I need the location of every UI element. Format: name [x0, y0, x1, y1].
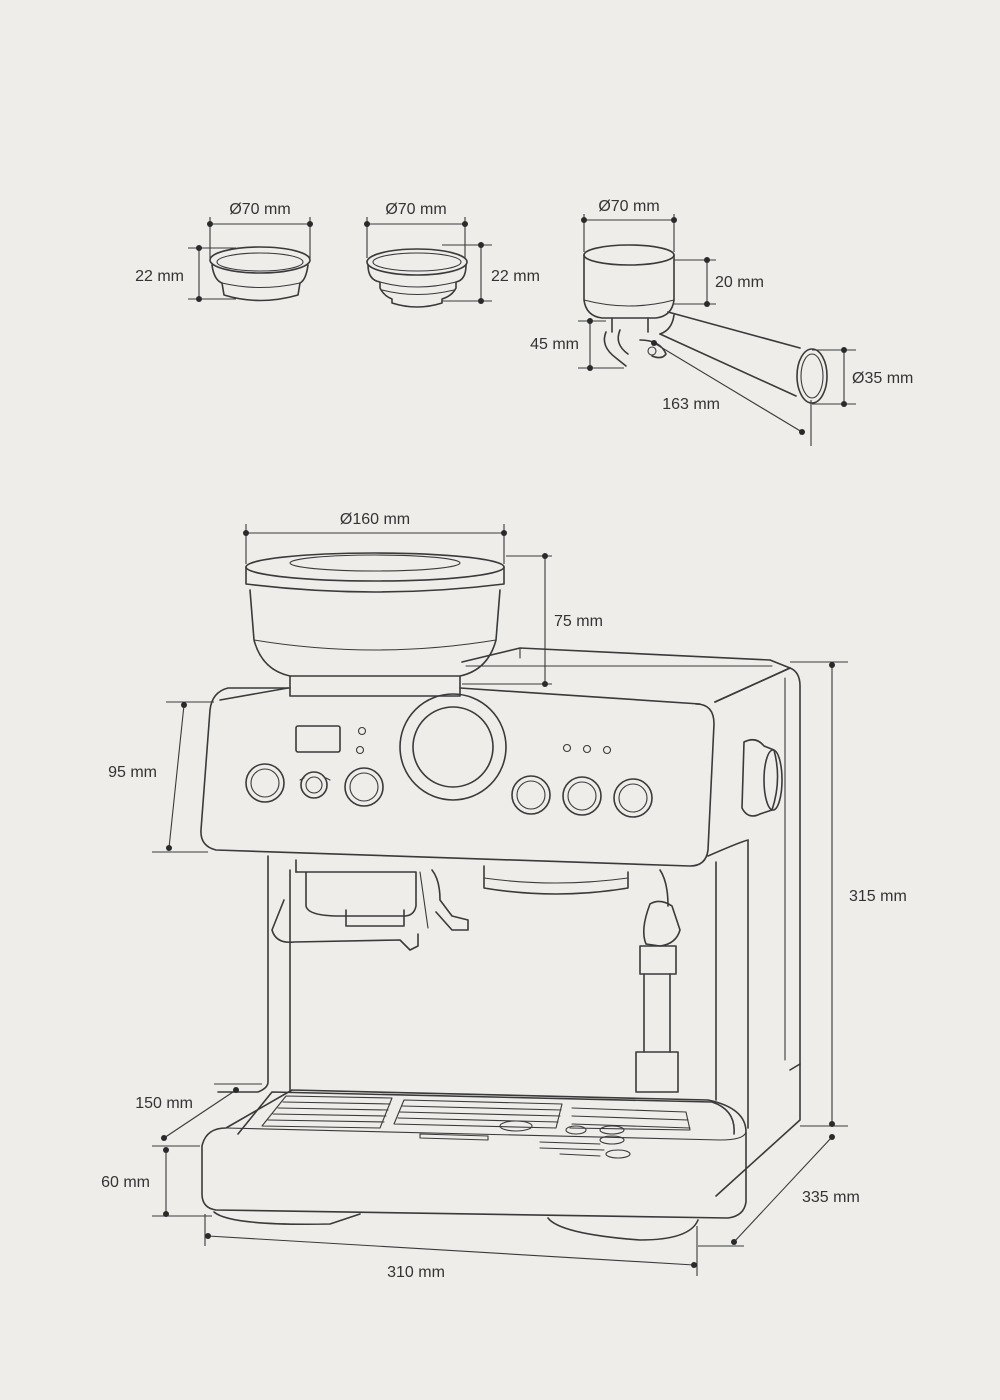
portafilter-handle-diameter-dimension: Ø35 mm [812, 347, 913, 407]
hopper-height-label: 75 mm [554, 613, 603, 630]
portafilter-spout-height-label: 45 mm [530, 336, 579, 353]
drip-tray-depth-label: 150 mm [135, 1095, 193, 1112]
bean-hopper [245, 552, 505, 697]
control-panel-height-dimension: 95 mm [108, 701, 214, 853]
double-basket-diameter-label: Ø70 mm [385, 201, 446, 218]
machine-width-label: 310 mm [387, 1264, 445, 1281]
portafilter-cup-height-dimension: 20 mm [674, 257, 764, 307]
portafilter-spout-height-dimension: 45 mm [530, 318, 624, 371]
pressure-gauge [399, 693, 507, 801]
single-basket-height-dimension: 22 mm [135, 245, 236, 302]
machine-height-label: 315 mm [849, 888, 907, 905]
hopper-height-dimension: 75 mm [462, 553, 603, 687]
single-basket-height-label: 22 mm [135, 268, 184, 285]
indicator-light-icon [355, 745, 365, 755]
portafilter [583, 244, 828, 404]
double-basket-diameter-dimension: Ø70 mm [364, 201, 468, 258]
control-button [344, 767, 384, 807]
control-panel-height-label: 95 mm [108, 764, 157, 781]
double-basket-height-label: 22 mm [491, 268, 540, 285]
portafilter-handle-length-label: 163 mm [662, 396, 720, 413]
hopper-diameter-dimension: Ø160 mm [243, 511, 507, 564]
hopper-diameter-label: Ø160 mm [340, 511, 410, 528]
machine-depth-label: 335 mm [802, 1189, 860, 1206]
grind-knob [299, 771, 331, 799]
machine-height-dimension: 315 mm [790, 661, 907, 1127]
machine-width-dimension: 310 mm [204, 1214, 698, 1281]
double-filter-basket [366, 248, 468, 308]
single-filter-basket [209, 246, 311, 302]
drip-tray-height-label: 60 mm [101, 1174, 150, 1191]
machine-body [200, 647, 801, 1241]
indicator-light-icon [562, 743, 572, 753]
drip-tray-height-dimension: 60 mm [101, 1145, 212, 1217]
portafilter-handle-length-dimension: 163 mm [651, 340, 812, 446]
portafilter-cup-height-label: 20 mm [715, 274, 764, 291]
double-basket-height-dimension: 22 mm [442, 242, 540, 304]
pressure-gauge-face [412, 706, 494, 788]
single-basket-diameter-dimension: Ø70 mm [207, 201, 313, 258]
control-button [511, 775, 551, 815]
drip-tray-depth-dimension: 150 mm [135, 1083, 262, 1141]
control-button [562, 776, 602, 816]
portafilter-diameter-label: Ø70 mm [598, 198, 659, 215]
control-panel [245, 693, 783, 818]
drip-tray-grate [261, 1095, 691, 1159]
control-button [245, 763, 285, 803]
portafilter-handle-diameter-label: Ø35 mm [852, 370, 913, 387]
indicator-light-icon [357, 726, 367, 736]
indicator-light-icon [582, 744, 592, 754]
display-screen [295, 725, 341, 753]
control-button [613, 778, 653, 818]
indicator-light-icon [602, 745, 612, 755]
machine-depth-dimension: 335 mm [698, 1134, 860, 1247]
single-basket-diameter-label: Ø70 mm [229, 201, 290, 218]
steam-dial [741, 738, 783, 817]
portafilter-diameter-dimension: Ø70 mm [581, 198, 677, 252]
